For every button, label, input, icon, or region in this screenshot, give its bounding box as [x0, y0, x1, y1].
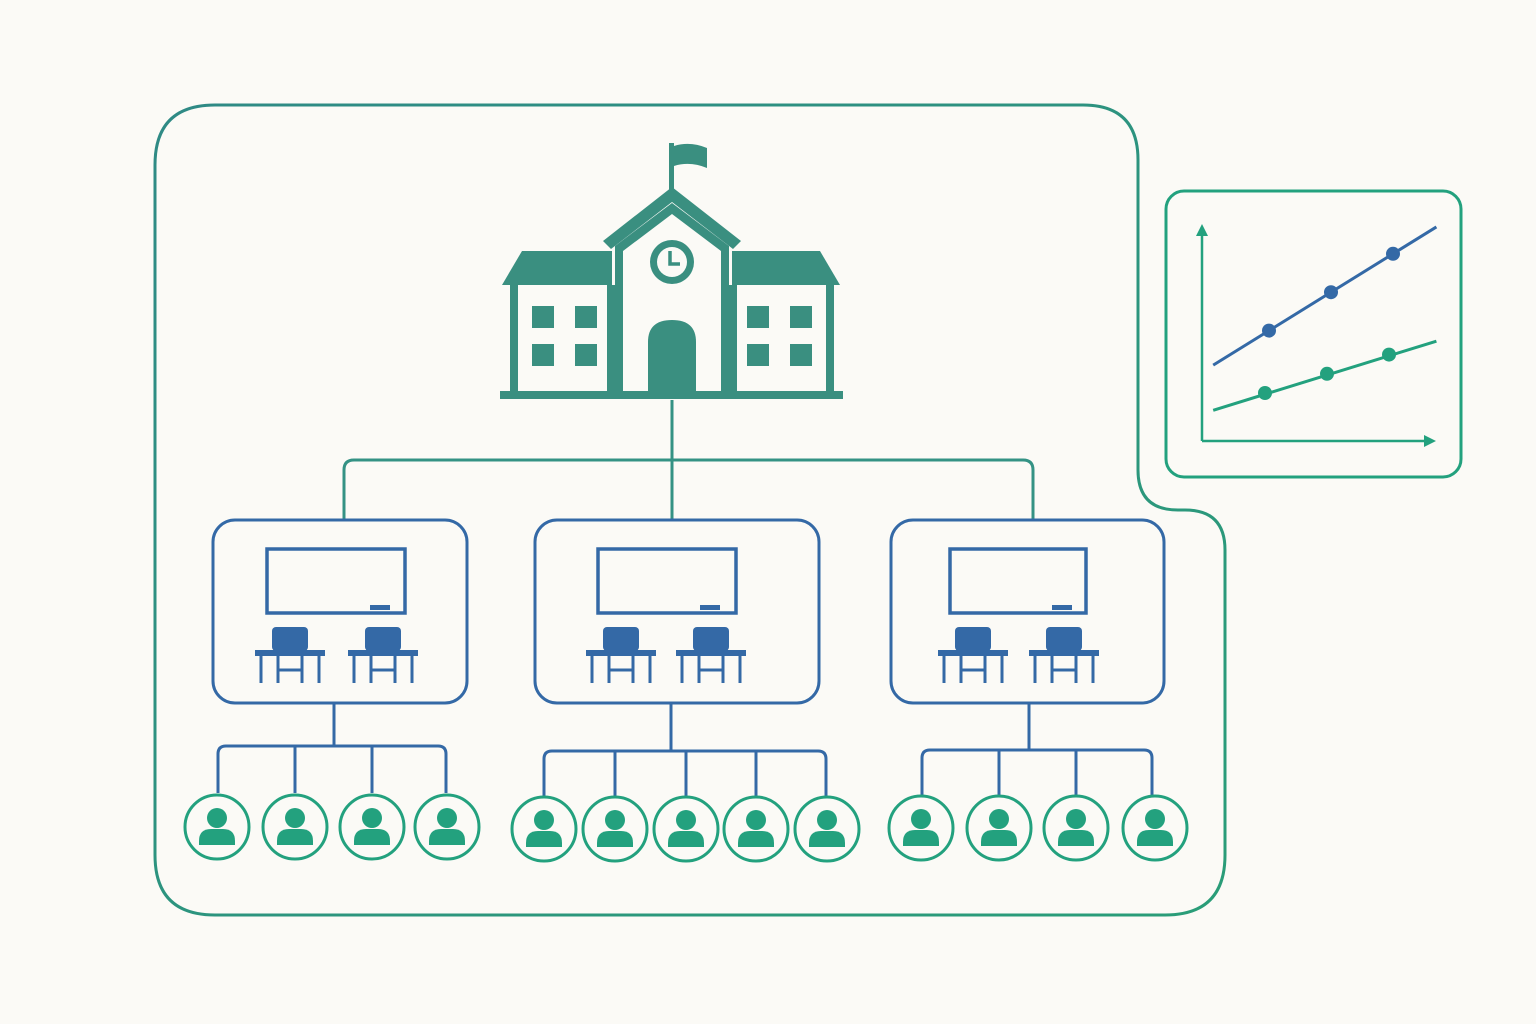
- students-group-3: [887, 794, 1189, 862]
- classroom-box: [533, 518, 821, 705]
- classroom-icon: [889, 518, 1166, 705]
- line-chart-icon: [1164, 189, 1463, 479]
- classroom-connectors: [216, 704, 1154, 798]
- classroom-icon: [211, 518, 469, 705]
- whiteboard: [265, 547, 407, 615]
- school-connectors: [342, 400, 1035, 520]
- student-icon: [652, 795, 720, 863]
- school-building-icon: [500, 143, 843, 399]
- center-roof: [603, 187, 741, 249]
- left-wing-roof: [502, 251, 612, 285]
- series-1-point-1: [1262, 323, 1276, 338]
- student-icon: [338, 793, 406, 861]
- flagpole: [669, 143, 674, 193]
- student-icon: [413, 793, 481, 861]
- desk: [346, 625, 420, 685]
- series-1-point-2: [1324, 285, 1338, 300]
- school-windows: [532, 306, 812, 366]
- desk: [936, 625, 1010, 685]
- desk: [674, 625, 748, 685]
- series-2-point-3: [1382, 347, 1396, 362]
- classroom-icon: [533, 518, 821, 705]
- student-icon: [793, 795, 861, 863]
- outer-frame: [153, 103, 1227, 917]
- student-icon: [581, 795, 649, 863]
- students-group-1: [183, 793, 481, 861]
- student-icon: [965, 794, 1033, 862]
- desk: [584, 625, 658, 685]
- left-wing-wall-left: [510, 285, 518, 392]
- student-icon: [1042, 794, 1110, 862]
- student-icon: [183, 793, 251, 861]
- chart-series-group: [1212, 225, 1438, 412]
- right-wing-wall-left: [729, 285, 737, 392]
- classroom-box: [211, 518, 469, 705]
- whiteboard: [596, 547, 738, 615]
- flag: [674, 143, 707, 168]
- right-wing-roof: [732, 251, 840, 285]
- chart-axes: [1196, 224, 1436, 447]
- right-wing-wall-right: [826, 285, 834, 392]
- school-door: [648, 320, 696, 392]
- whiteboard: [948, 547, 1088, 615]
- series-2-point-2: [1320, 366, 1334, 381]
- classroom-box: [889, 518, 1166, 705]
- student-icon: [510, 795, 578, 863]
- school-base: [500, 391, 843, 399]
- students-group-2: [510, 795, 861, 863]
- series-2-point-1: [1258, 386, 1272, 400]
- series-1-point-3: [1386, 246, 1400, 261]
- chart-panel: [1164, 189, 1463, 479]
- left-wing-wall-right: [607, 285, 615, 392]
- student-icon: [722, 795, 790, 863]
- student-icon: [1121, 794, 1189, 862]
- student-icon: [887, 794, 955, 862]
- desk: [1027, 625, 1101, 685]
- desk: [253, 625, 327, 685]
- student-icon: [261, 793, 329, 861]
- series-line-1: [1212, 225, 1438, 367]
